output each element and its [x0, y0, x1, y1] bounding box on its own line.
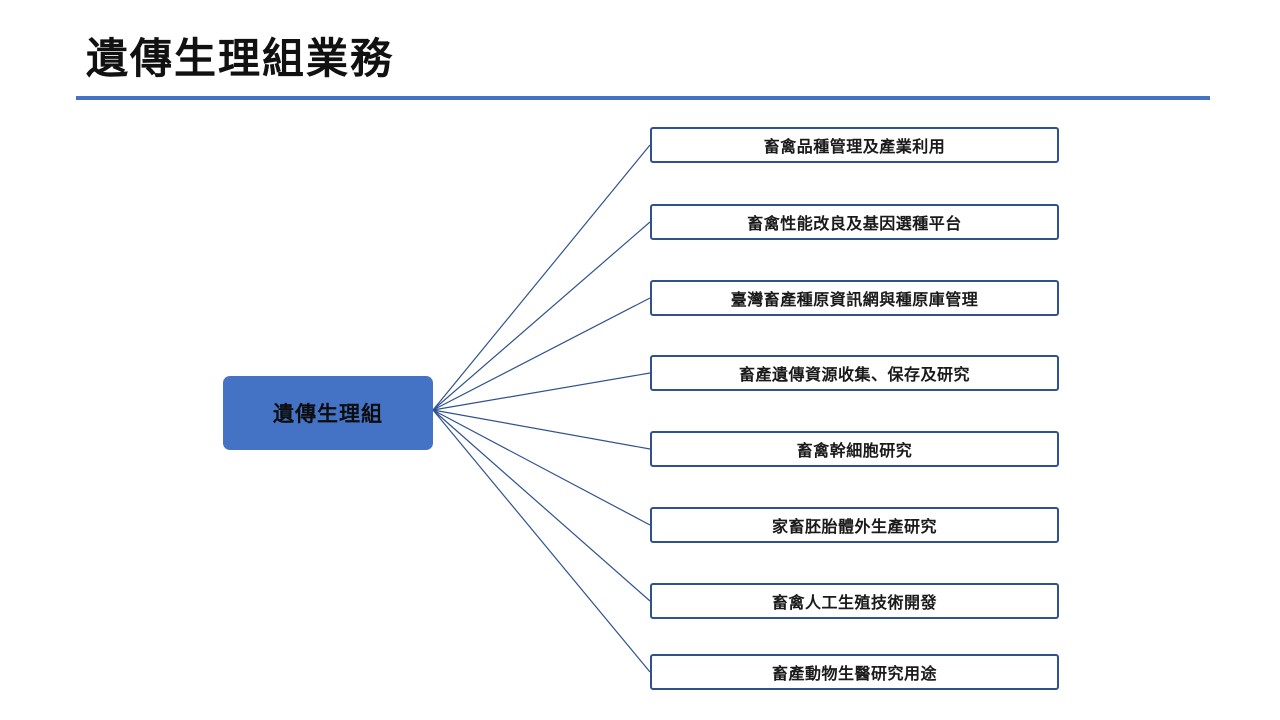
branch-node-label: 畜禽幹細胞研究: [796, 441, 913, 460]
connector-line: [432, 409, 651, 526]
connector-line: [432, 144, 651, 411]
title-underline: [76, 96, 1210, 100]
connector-line: [432, 409, 651, 450]
branch-node: 畜產遺傳資源收集、保存及研究: [650, 355, 1059, 391]
branch-node: 畜產動物生醫研究用途: [650, 654, 1059, 690]
branch-node-label: 臺灣畜產種原資訊網與種原庫管理: [730, 290, 979, 309]
branch-node: 畜禽人工生殖技術開發: [650, 583, 1059, 619]
connector-line: [432, 297, 651, 411]
branch-node-label: 畜禽性能改良及基因選種平台: [747, 214, 962, 233]
branch-node-label: 畜禽人工生殖技術開發: [771, 593, 937, 612]
branch-node-label: 畜產動物生醫研究用途: [771, 664, 937, 683]
branch-node: 臺灣畜產種原資訊網與種原庫管理: [650, 280, 1059, 316]
root-node-label: 遺傳生理組: [273, 402, 383, 426]
branch-node: 畜禽幹細胞研究: [650, 431, 1059, 467]
connector-line: [432, 221, 651, 411]
branch-node-label: 畜禽品種管理及產業利用: [763, 137, 946, 156]
branch-node-label: 畜產遺傳資源收集、保存及研究: [738, 365, 970, 384]
branch-node: 畜禽品種管理及產業利用: [650, 127, 1059, 163]
root-node: 遺傳生理組: [223, 376, 433, 450]
branch-node-label: 家畜胚胎體外生產研究: [771, 517, 937, 536]
branch-node: 家畜胚胎體外生產研究: [650, 507, 1059, 543]
connector-line: [432, 409, 651, 602]
slide-title: 遺傳生理組業務: [86, 34, 395, 83]
branch-node: 畜禽性能改良及基因選種平台: [650, 204, 1059, 240]
connector-line: [432, 409, 651, 673]
connector-line: [432, 372, 651, 411]
